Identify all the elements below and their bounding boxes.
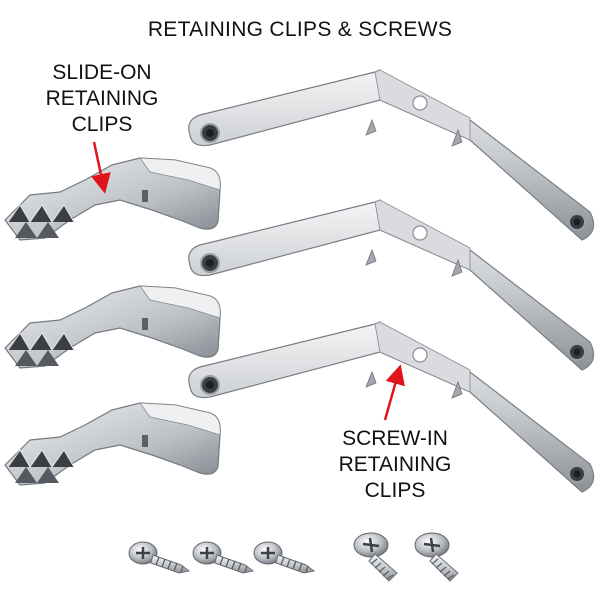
slide-on-clip-3 bbox=[4, 402, 221, 486]
tapping-screw-3 bbox=[252, 540, 316, 575]
screw-in-clip-3 bbox=[187, 321, 595, 493]
screw-in-arrow bbox=[383, 364, 405, 421]
slide-on-label-line-3: CLIPS bbox=[71, 113, 133, 136]
slide-on-arrow bbox=[91, 141, 111, 194]
slide-on-label-line-2: RETAINING bbox=[45, 87, 159, 110]
tapping-screw-1 bbox=[127, 540, 191, 575]
screw-in-label-line-3: CLIPS bbox=[364, 479, 426, 502]
page-title: RETAINING CLIPS & SCREWS bbox=[147, 18, 453, 41]
tapping-screw-2 bbox=[191, 540, 255, 575]
screw-in-label-line-2: RETAINING bbox=[338, 453, 452, 476]
screw-in-label-line-1: SCREW-IN bbox=[342, 427, 448, 450]
screw-in-clips-label: SCREW-IN RETAINING CLIPS bbox=[300, 426, 490, 504]
machine-screw-2 bbox=[413, 531, 460, 583]
slide-on-clips-label: SLIDE-ON RETAINING CLIPS bbox=[22, 60, 182, 138]
slide-on-clip-2 bbox=[4, 285, 221, 369]
slide-on-clip-1 bbox=[4, 157, 221, 241]
machine-screw-1 bbox=[352, 531, 399, 583]
slide-on-label-line-1: SLIDE-ON bbox=[52, 61, 152, 84]
